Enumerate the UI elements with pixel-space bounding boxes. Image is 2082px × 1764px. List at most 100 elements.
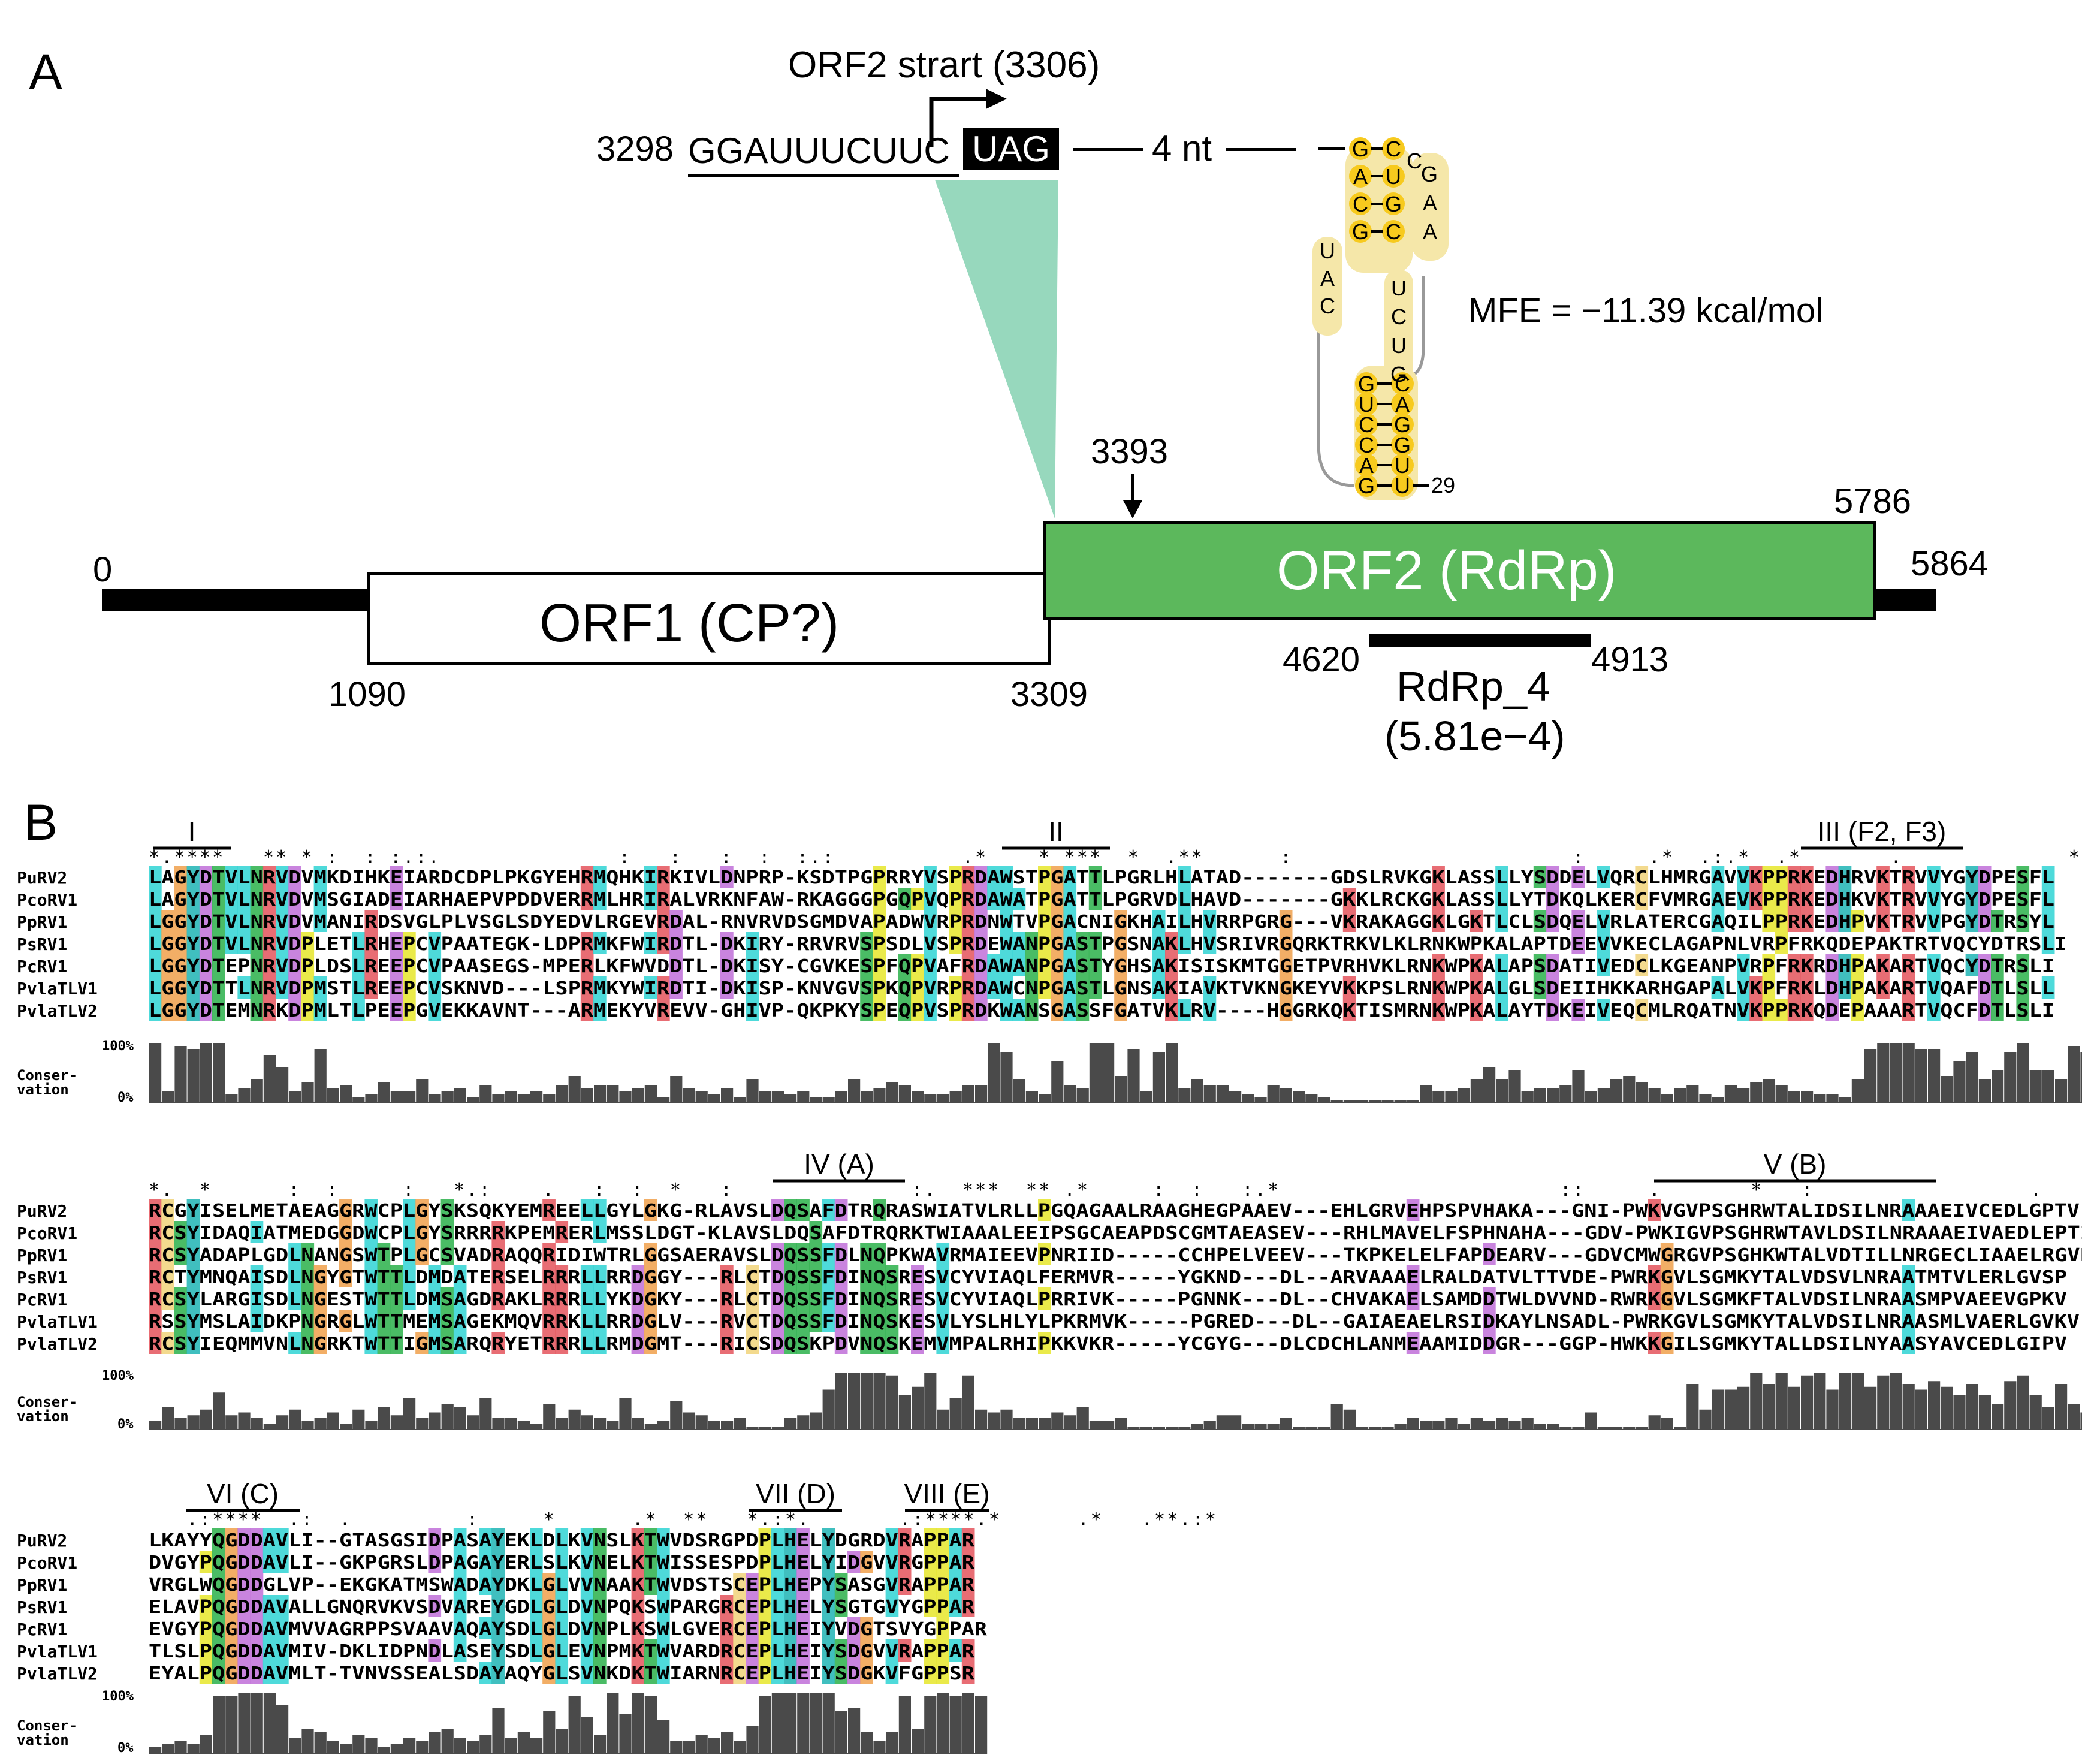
residue-cell <box>262 1639 276 1662</box>
residue-cell <box>924 1528 937 1551</box>
residue-cell <box>924 1662 937 1684</box>
residue-cell <box>1762 999 1776 1021</box>
conservation-bar <box>1330 1404 1343 1430</box>
residue-cell <box>834 1310 848 1332</box>
sequence-name: PcRV1 <box>17 1290 67 1310</box>
conservation-bar <box>619 1398 632 1430</box>
sequence-name: PcoRV1 <box>17 1223 77 1243</box>
residue-cell <box>847 1551 861 1573</box>
residue-cell <box>936 1243 950 1265</box>
conservation-bar <box>530 1738 543 1753</box>
residue-cell <box>974 932 988 954</box>
residue-cell <box>390 1287 403 1310</box>
residue-cell <box>186 954 200 976</box>
conservation-bar <box>657 1720 670 1753</box>
conservation-bar <box>1851 1373 1864 1430</box>
residue-cell <box>149 1310 162 1332</box>
residue-cell <box>174 1287 188 1310</box>
residue-cell <box>873 910 886 932</box>
conservation-bar <box>1064 1085 1076 1103</box>
conservation-bar <box>2004 1052 2017 1103</box>
hairpin-nucleotide: G <box>1349 137 1372 161</box>
residue-cell <box>288 976 301 999</box>
residue-cell <box>1978 888 1992 910</box>
residue-cell <box>898 999 912 1021</box>
conservation-bar <box>1801 1091 1814 1103</box>
conservation-bar <box>1699 1094 1712 1103</box>
svg-text:U: U <box>1359 392 1374 417</box>
residue-cell <box>479 1551 492 1573</box>
conservation-bar <box>962 1693 974 1753</box>
hairpin-nucleotide: U <box>1355 392 1378 417</box>
conservation-bar <box>695 1091 708 1103</box>
conservation-bar <box>1686 1384 1699 1430</box>
conservation-bar <box>1166 1427 1178 1430</box>
conservation-bar <box>746 1726 759 1753</box>
residue-cell <box>834 1265 848 1287</box>
conservation-bar <box>734 1097 746 1103</box>
conservation-bar <box>1521 1418 1534 1430</box>
residue-cell <box>555 1265 569 1287</box>
residue-cell <box>885 1528 899 1551</box>
conservation-bar <box>238 1088 251 1103</box>
residue-cell <box>720 1639 734 1662</box>
residue-cell <box>746 1332 759 1354</box>
conservation-bar <box>1915 1389 1927 1430</box>
conservation-bar <box>543 1711 556 1753</box>
residue-cell <box>1483 1243 1496 1265</box>
residue-cell <box>644 932 657 954</box>
sequence-name: PcRV1 <box>17 957 67 976</box>
residue-cell <box>1737 999 1750 1021</box>
residue-cell <box>530 1551 543 1573</box>
residue-cell <box>1203 976 1217 999</box>
residue-cell <box>491 1573 505 1595</box>
residue-cell <box>428 1551 442 1573</box>
residue-cell <box>885 1310 899 1332</box>
residue-cell <box>1838 976 1852 999</box>
conservation-bar <box>670 1401 683 1430</box>
residue-cell <box>1825 976 1839 999</box>
residue-cell <box>288 954 301 976</box>
svg-text:G: G <box>1358 372 1375 396</box>
residue-cell <box>1038 888 1051 910</box>
residue-cell <box>377 1287 391 1310</box>
conservation-bar <box>1674 1088 1686 1103</box>
residue-cell <box>1406 1287 1420 1310</box>
residue-cell <box>1432 866 1445 888</box>
residue-cell <box>796 1199 810 1221</box>
conservation-bar <box>822 1693 835 1753</box>
conservation-bar <box>975 1409 988 1430</box>
residue-cell <box>415 1199 429 1221</box>
conservation-bar <box>1293 1427 1305 1430</box>
hairpin-nucleotide: A <box>1423 219 1437 244</box>
residue-cell <box>885 1662 899 1684</box>
conservation-bar <box>174 1741 187 1753</box>
residue-cell <box>669 976 683 999</box>
conservation-bar <box>327 1412 339 1430</box>
residue-cell <box>479 1617 492 1639</box>
residue-cell <box>199 1551 213 1573</box>
residue-cell <box>1800 888 1814 910</box>
residue-cell <box>809 1243 823 1265</box>
conservation-0-label: 0% <box>117 1417 134 1432</box>
residue-cell <box>784 1265 797 1287</box>
residue-cell <box>491 1221 505 1243</box>
conservation-bar <box>1115 1076 1127 1103</box>
residue-cell <box>1495 866 1508 888</box>
conservation-bar <box>1127 1427 1140 1430</box>
residue-cell <box>949 1573 962 1595</box>
conservation-bar <box>276 1067 289 1103</box>
conservation-bar <box>352 1735 365 1753</box>
residue-cell <box>2016 888 2030 910</box>
conservation-bar <box>1216 1085 1229 1103</box>
orf1-start-label: 1090 <box>328 675 406 714</box>
residue-cell <box>834 1595 848 1617</box>
hairpin-nucleotide: C <box>1407 149 1422 173</box>
residue-cell <box>771 1617 784 1639</box>
residue-cell <box>1902 866 1915 888</box>
conservation-bar <box>1432 1091 1445 1103</box>
sequence-name: PcoRV1 <box>17 1553 77 1573</box>
zoom-wedge <box>935 180 1058 518</box>
conservation-bar <box>1851 1079 1864 1103</box>
